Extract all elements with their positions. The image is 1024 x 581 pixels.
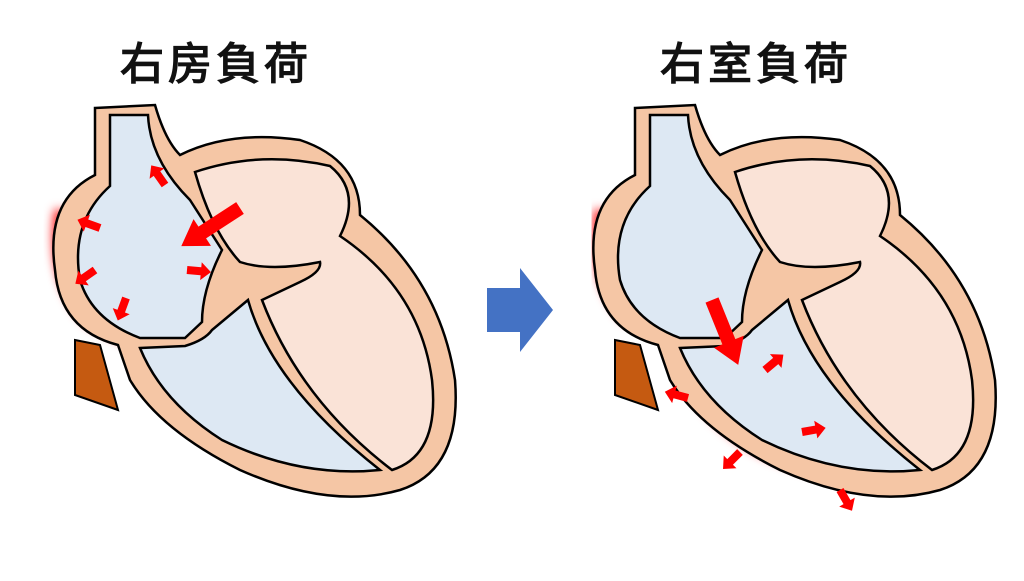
right-ventricular-load-title: 右室負荷 <box>660 39 852 90</box>
heart-right-atrial-load <box>52 103 457 498</box>
right-atrial-load-title: 右房負荷 <box>120 39 312 90</box>
heart-right-ventricular-load <box>592 103 997 516</box>
transition-arrow-icon <box>487 268 553 352</box>
pressure-arrow <box>716 445 747 476</box>
